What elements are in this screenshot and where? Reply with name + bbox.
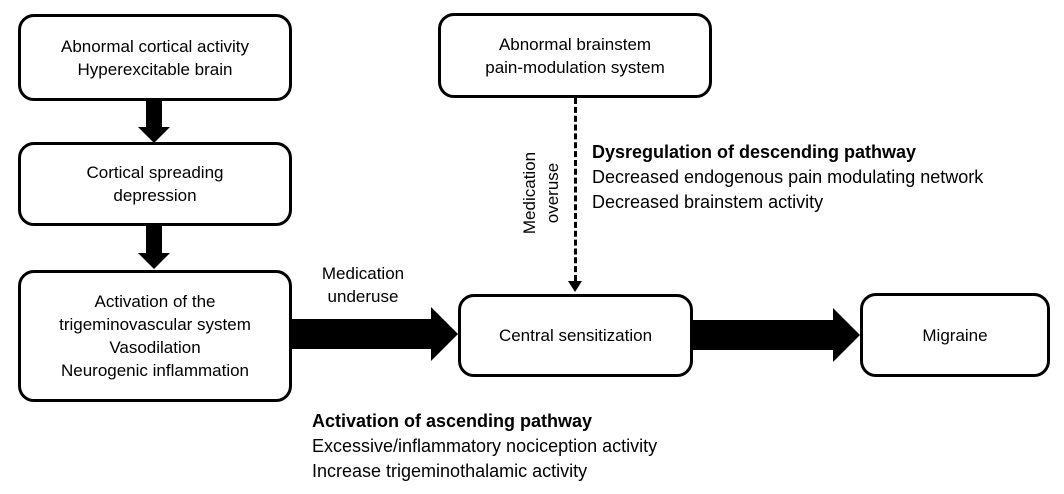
annotation-title: Dysregulation of descending pathway <box>592 142 917 162</box>
label-line: Medication <box>321 264 405 283</box>
arrow-shaft <box>292 319 431 349</box>
annotation-line: Decreased brainstem activity <box>592 192 824 212</box>
node-migraine: Migraine <box>860 293 1050 377</box>
arrow-head <box>568 281 582 292</box>
arrow-head <box>138 127 170 143</box>
arrow-central-to-migraine <box>693 308 860 362</box>
node-text-line: Central sensitization <box>498 326 653 345</box>
arrow-shaft <box>693 320 833 350</box>
annotation-line: Excessive/inflammatory nociception activ… <box>312 436 658 456</box>
node-text-line: Abnormal brainstem <box>498 34 652 54</box>
node-abnormal-cortical-activity: Abnormal cortical activity Hyperexcitabl… <box>18 14 292 101</box>
node-text-line: Neurogenic inflammation <box>60 361 250 380</box>
arrow-head <box>833 308 860 362</box>
node-central-sensitization: Central sensitization <box>458 294 693 377</box>
node-text-line: depression <box>113 186 197 205</box>
node-text-line: Migraine <box>922 325 988 345</box>
arrow-head <box>138 253 170 269</box>
node-cortical-spreading-depression: Cortical spreading depression <box>18 142 292 226</box>
label-line: overuse <box>543 162 562 224</box>
arrow-trigeminovascular-to-central <box>292 307 458 361</box>
annotation-ascending-pathway: Activation of ascending pathway Excessiv… <box>312 409 657 484</box>
node-text-line: Abnormal cortical activity <box>60 36 249 56</box>
label-line: underuse <box>327 287 399 306</box>
annotation-line: Decreased endogenous pain modulating net… <box>592 167 984 187</box>
annotation-line: Increase trigeminothalamic activity <box>312 461 588 481</box>
arrow-head <box>431 307 458 361</box>
label-medication-underuse: Medication underuse <box>308 262 418 308</box>
arrow-spreading-to-trigeminovascular <box>138 226 170 269</box>
arrow-cortical-to-spreading <box>138 101 170 143</box>
label-medication-overuse: Medication overuse <box>518 148 562 238</box>
annotation-title: Activation of ascending pathway <box>312 411 593 431</box>
arrow-shaft <box>146 226 162 253</box>
node-text-line: Hyperexcitable brain <box>77 59 233 79</box>
node-abnormal-brainstem: Abnormal brainstem pain-modulation syste… <box>438 13 712 98</box>
node-trigeminovascular-activation: Activation of the trigeminovascular syst… <box>18 270 292 402</box>
node-text-line: pain-modulation system <box>485 57 665 77</box>
arrow-shaft <box>146 101 162 127</box>
node-text-line: Activation of the <box>94 292 216 311</box>
label-line: Medication <box>520 151 539 235</box>
node-text-line: Cortical spreading <box>86 163 224 182</box>
dashed-arrow-brainstem-to-central <box>568 98 582 292</box>
node-text-line: trigeminovascular system <box>59 315 251 334</box>
dashed-line <box>573 98 577 281</box>
annotation-descending-pathway: Dysregulation of descending pathway Decr… <box>592 140 983 215</box>
node-text-line: Vasodilation <box>109 338 201 357</box>
